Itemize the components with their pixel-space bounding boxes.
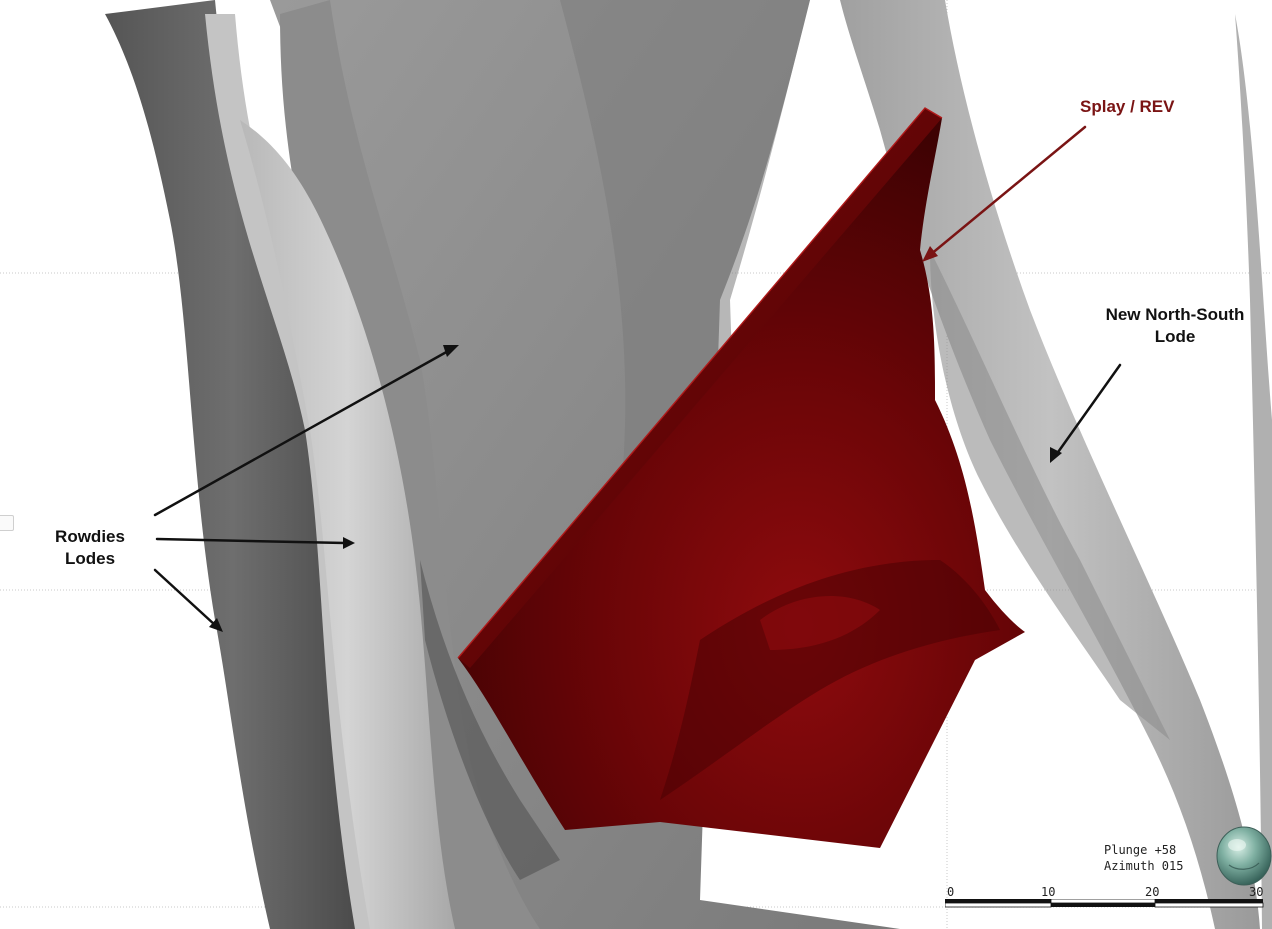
scale-tick-label: 20 — [1145, 885, 1159, 899]
rowdies-label-line1: Rowdies — [30, 526, 150, 548]
plunge-readout: Plunge +58 — [1104, 843, 1176, 858]
right-lode-edge — [1235, 14, 1272, 929]
splay-rev-label: Splay / REV — [1080, 96, 1174, 118]
rowdies-arrow-lower — [155, 570, 215, 625]
new-north-south-label-line2: Lode — [1085, 326, 1265, 348]
side-panel-handle[interactable] — [0, 515, 14, 531]
scale-tick-label: 0 — [947, 885, 954, 899]
orientation-sphere-icon[interactable] — [1215, 825, 1272, 887]
scale-bar — [945, 899, 1265, 911]
new-north-south-label-line1: New North-South — [1085, 304, 1265, 326]
new-north-south-lode-label: New North-South Lode — [1085, 304, 1265, 348]
rowdies-label-line2: Lodes — [30, 548, 150, 570]
splay-rev-label-text: Splay / REV — [1080, 97, 1174, 116]
scale-tick-label: 30 — [1249, 885, 1263, 899]
scale-tick-label: 10 — [1041, 885, 1055, 899]
azimuth-readout: Azimuth 015 — [1104, 859, 1183, 874]
rowdies-lodes-label: Rowdies Lodes — [30, 526, 150, 570]
